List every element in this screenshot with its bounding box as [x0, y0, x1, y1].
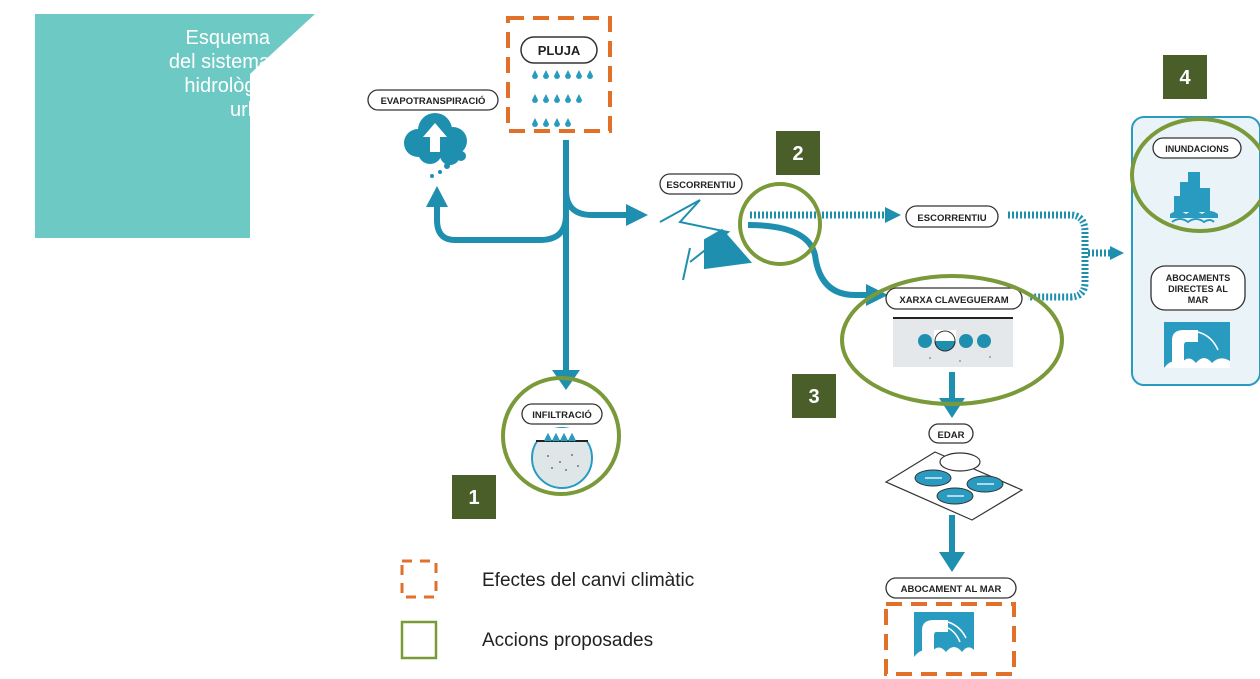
outcomes-panel: INUNDACIONS ABOCAMENTS DIRECTES AL MAR — [1131, 116, 1260, 386]
rain-label: PLUJA — [538, 43, 581, 58]
legend-climate-swatch — [400, 559, 438, 599]
action-circle-floods — [1130, 117, 1260, 233]
edar-label: EDAR — [938, 430, 965, 441]
page-title: Esquema del sistema hidrològic urbà — [70, 26, 270, 122]
number-box-1 — [452, 475, 496, 519]
rain-pill — [520, 36, 598, 64]
arrow-heads — [426, 186, 965, 572]
climate-dashed-box-sea — [884, 602, 1016, 676]
action-circle-infiltration — [501, 376, 621, 496]
arrowhead-dotted-floods — [1110, 246, 1124, 260]
title-line: hidrològic — [184, 75, 270, 97]
treatment-plant-icon — [884, 451, 1024, 521]
climate-dashed-box-rain — [506, 16, 612, 133]
legend-actions-swatch — [400, 620, 438, 660]
raindrops-icon — [532, 70, 593, 127]
arrowhead-dotted-runoff — [885, 207, 901, 223]
number-label-2: 2 — [792, 143, 803, 165]
direct-discharges-label-line: MAR — [1188, 295, 1209, 305]
action-circle-sewer — [840, 274, 1064, 406]
dotted-runoff-to-floods — [1008, 211, 1089, 301]
runoff-slope-icon — [659, 199, 752, 281]
outfall-wave-icon-right — [1164, 322, 1230, 368]
sewer-label: XARXA CLAVEGUERAM — [899, 295, 1008, 306]
title-line: urbà — [229, 99, 270, 121]
floods-pill — [1152, 137, 1242, 159]
direct-discharges-label-line: ABOCAMENTS — [1166, 273, 1231, 283]
title-panel: Esquema del sistema hidrològic urbà — [35, 14, 315, 238]
action-circle-runoff — [738, 182, 822, 266]
evapotranspiration-node: EVAPOTRANSPIRACIÓ — [367, 89, 499, 178]
flooded-city-icon — [1170, 172, 1218, 224]
infiltration-pill — [521, 403, 603, 425]
number-label-3: 3 — [808, 386, 819, 408]
infiltration-node: INFILTRACIÓ — [521, 403, 603, 489]
arrowhead-edar — [939, 398, 965, 418]
legend: Efectes del canvi climàtic Accions propo… — [400, 559, 694, 660]
outfall-wave-icon — [914, 612, 974, 657]
number-box-2 — [776, 131, 820, 175]
action-circles — [501, 117, 1260, 496]
number-box-3 — [792, 374, 836, 418]
flow-to-sewer — [747, 222, 868, 298]
edar-node: EDAR — [884, 423, 1024, 521]
pipes-icon — [918, 330, 991, 362]
sea-discharge-label: ABOCAMENT AL MAR — [901, 584, 1002, 595]
arrowhead-sea — [939, 552, 965, 572]
runoff-pill — [659, 173, 743, 195]
number-badges: 1 2 3 4 — [452, 55, 1207, 519]
flow-lines — [434, 140, 955, 552]
flow-to-runoff — [563, 189, 628, 218]
sea-discharge-node: ABOCAMENT AL MAR — [884, 577, 1017, 676]
title-panel-shape — [35, 14, 315, 238]
legend-climate-label: Efectes del canvi climàtic — [482, 570, 694, 591]
title-line: Esquema — [185, 27, 271, 49]
dotted-flows — [750, 211, 1110, 301]
cloud-icon — [404, 113, 467, 178]
rain-node: PLUJA — [506, 16, 612, 133]
soil-infiltration-icon — [531, 427, 593, 489]
number-label-1: 1 — [468, 487, 479, 509]
arrowhead-runoff — [626, 204, 648, 226]
number-label-4: 4 — [1179, 67, 1191, 89]
direct-discharges-pill — [1150, 265, 1246, 311]
runoff-surface-node: ESCORRENTIU — [905, 205, 999, 228]
number-box-4 — [1163, 55, 1207, 99]
runoff-surface-pill — [905, 205, 999, 228]
flow-to-evapotranspiration — [434, 205, 569, 243]
runoff-label: ESCORRENTIU — [666, 180, 735, 191]
edar-pill — [928, 423, 974, 444]
runoff-node: ESCORRENTIU — [659, 173, 752, 281]
direct-discharges-label-line: DIRECTES AL — [1168, 284, 1228, 294]
evapotranspiration-label: EVAPOTRANSPIRACIÓ — [381, 95, 486, 107]
title-line: del sistema — [168, 51, 270, 73]
sewer-pill — [885, 287, 1023, 310]
outcomes-panel-box — [1131, 116, 1260, 386]
evapotranspiration-pill — [367, 89, 499, 111]
floods-label: INUNDACIONS — [1165, 144, 1229, 154]
runoff-surface-label: ESCORRENTIU — [917, 213, 986, 224]
legend-actions-label: Accions proposades — [482, 630, 653, 651]
arrowhead-evapotranspiration — [426, 186, 448, 207]
infiltration-label: INFILTRACIÓ — [532, 409, 591, 421]
sea-discharge-pill — [885, 577, 1017, 599]
sewer-network-node: XARXA CLAVEGUERAM — [885, 287, 1023, 367]
